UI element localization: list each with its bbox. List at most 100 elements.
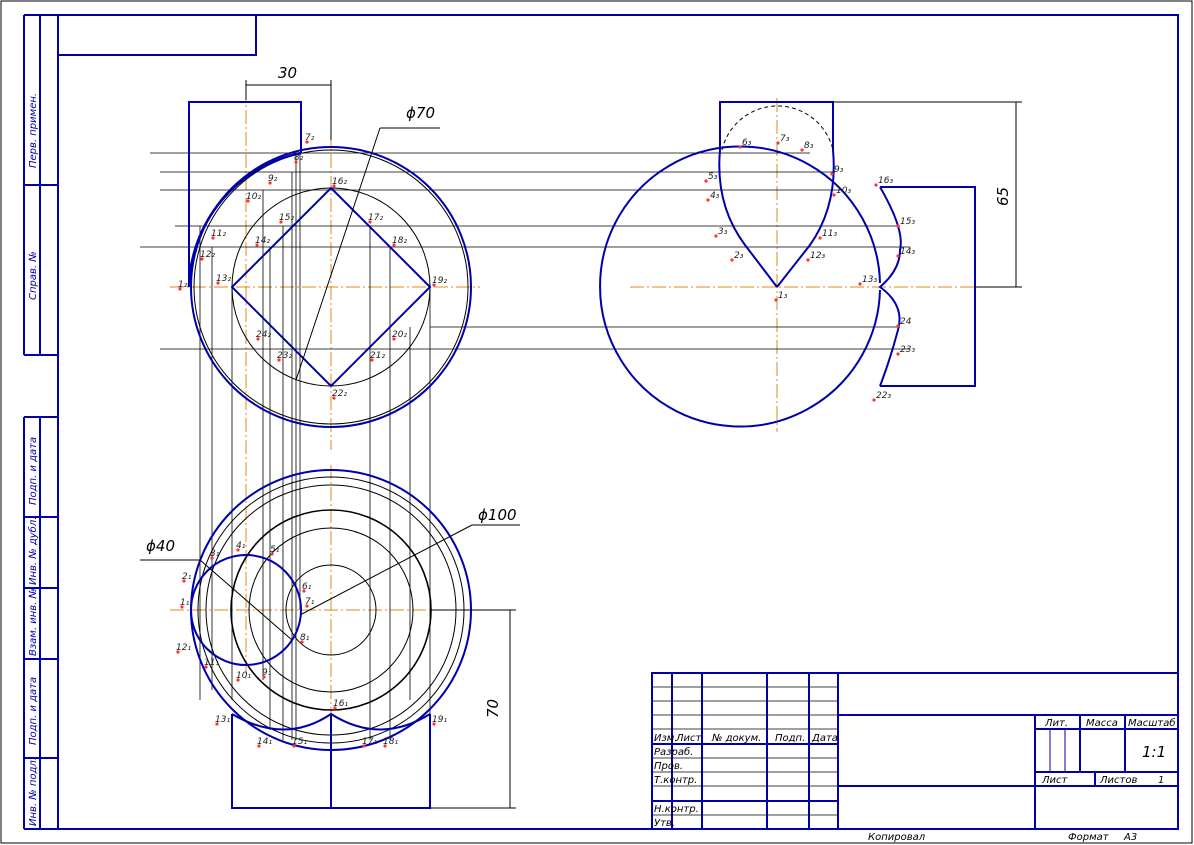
point-label: 9₂ <box>268 174 278 184</box>
top-view <box>140 469 520 809</box>
tb-lit: Лит. <box>1044 718 1068 729</box>
point-label: 22₃ <box>876 391 891 401</box>
point-marker <box>858 282 862 286</box>
vzam-inv-label: Взам. инв. № <box>28 588 39 656</box>
front-view <box>187 80 472 428</box>
tb-razrab: Разраб. <box>654 746 693 758</box>
point-label: 7₃ <box>780 134 790 144</box>
dim-phi70: ϕ70 <box>406 104 435 122</box>
dim-65: 65 <box>994 187 1012 206</box>
point-label: 9₃ <box>834 165 844 175</box>
point-marker <box>896 224 900 228</box>
point-marker <box>818 236 822 240</box>
point-marker <box>368 220 372 224</box>
podp-data-bottom-label: Подп. и дата <box>28 677 39 745</box>
tb-prov: Пров. <box>654 761 683 772</box>
sprav-no-label: Справ. № <box>28 251 39 300</box>
tb-list: Лист <box>675 733 703 744</box>
point-label: 10₃ <box>836 186 851 196</box>
dim-70: 70 <box>484 699 502 718</box>
center-lines <box>170 88 980 760</box>
point-label: 8₃ <box>804 141 814 151</box>
point-marker <box>305 140 309 144</box>
point-label: 15₂ <box>279 213 294 223</box>
podp-data-top-label: Подп. и дата <box>28 437 39 505</box>
point-label: 15₁ <box>292 737 307 747</box>
point-label: 14₂ <box>255 236 270 246</box>
point-marker <box>182 579 186 583</box>
tb-massa: Масса <box>1086 718 1118 729</box>
point-marker <box>392 337 396 341</box>
point-marker <box>292 744 296 748</box>
point-marker <box>216 281 220 285</box>
point-label: 18₁ <box>383 737 398 747</box>
point-label: 12₂ <box>200 250 215 260</box>
point-marker <box>800 148 804 152</box>
point-label: 1₁ <box>180 598 190 608</box>
point-marker <box>776 141 780 145</box>
point-label: 15₃ <box>900 217 915 227</box>
point-label: 11₃ <box>822 229 837 239</box>
tb-nkontr: Н.контр. <box>654 804 699 815</box>
point-marker <box>211 236 215 240</box>
point-label: 2₁ <box>182 572 192 582</box>
tb-tkontr: Т.контр. <box>654 775 697 786</box>
point-label: 14₃ <box>900 247 915 257</box>
point-marker <box>279 220 283 224</box>
point-marker <box>333 706 337 710</box>
point-marker <box>830 172 834 176</box>
point-marker <box>294 160 298 164</box>
tb-sheet-label: Лист <box>1041 775 1069 786</box>
point-marker <box>332 184 336 188</box>
point-label: 12₁ <box>176 643 191 653</box>
point-marker <box>392 243 396 247</box>
point-label: 23₂ <box>277 351 292 361</box>
point-marker <box>872 398 876 402</box>
point-marker <box>896 324 900 328</box>
point-marker <box>204 665 208 669</box>
point-marker <box>215 722 219 726</box>
tb-n-dokum: № докум. <box>711 733 761 744</box>
point-marker <box>432 283 436 287</box>
top-left-stamp <box>57 14 257 56</box>
tb-data: Дата <box>811 733 838 744</box>
point-label: 10₁ <box>236 671 251 681</box>
point-label: 24 <box>900 317 912 327</box>
point-marker <box>268 181 272 185</box>
point-label: 9₁ <box>262 668 272 678</box>
footer-kopiroval: Копировал <box>868 832 926 843</box>
point-label: 17₂ <box>368 213 383 223</box>
point-marker <box>896 352 900 356</box>
point-label: 11₁ <box>204 658 219 668</box>
point-marker <box>180 605 184 609</box>
point-label: 8₁ <box>300 633 310 643</box>
point-label: 7₁ <box>305 597 315 607</box>
point-label: 6₃ <box>742 138 752 148</box>
dim-30: 30 <box>278 64 297 82</box>
point-label: 1₂ <box>178 280 188 290</box>
point-marker <box>178 287 182 291</box>
point-label: 4₁ <box>236 541 246 551</box>
point-label: 20₂ <box>392 330 407 340</box>
point-label: 5₃ <box>708 172 718 182</box>
point-marker <box>706 198 710 202</box>
footer-format-label: Формат <box>1068 832 1110 843</box>
point-marker <box>738 145 742 149</box>
point-marker <box>332 396 336 400</box>
point-marker <box>362 744 366 748</box>
point-label: 16₃ <box>878 176 893 186</box>
point-marker <box>256 337 260 341</box>
point-marker <box>806 258 810 262</box>
dim-phi100: ϕ100 <box>478 506 517 524</box>
point-marker <box>262 675 266 679</box>
tb-izm: Изм. <box>654 733 678 744</box>
footer-format-value: A3 <box>1123 832 1137 843</box>
point-marker <box>832 193 836 197</box>
point-label: 16₂ <box>332 177 347 187</box>
tb-utv: Утв. <box>654 818 675 829</box>
point-marker <box>383 744 387 748</box>
inv-podl-label: Инв. № подл. <box>28 757 39 826</box>
point-marker <box>432 722 436 726</box>
